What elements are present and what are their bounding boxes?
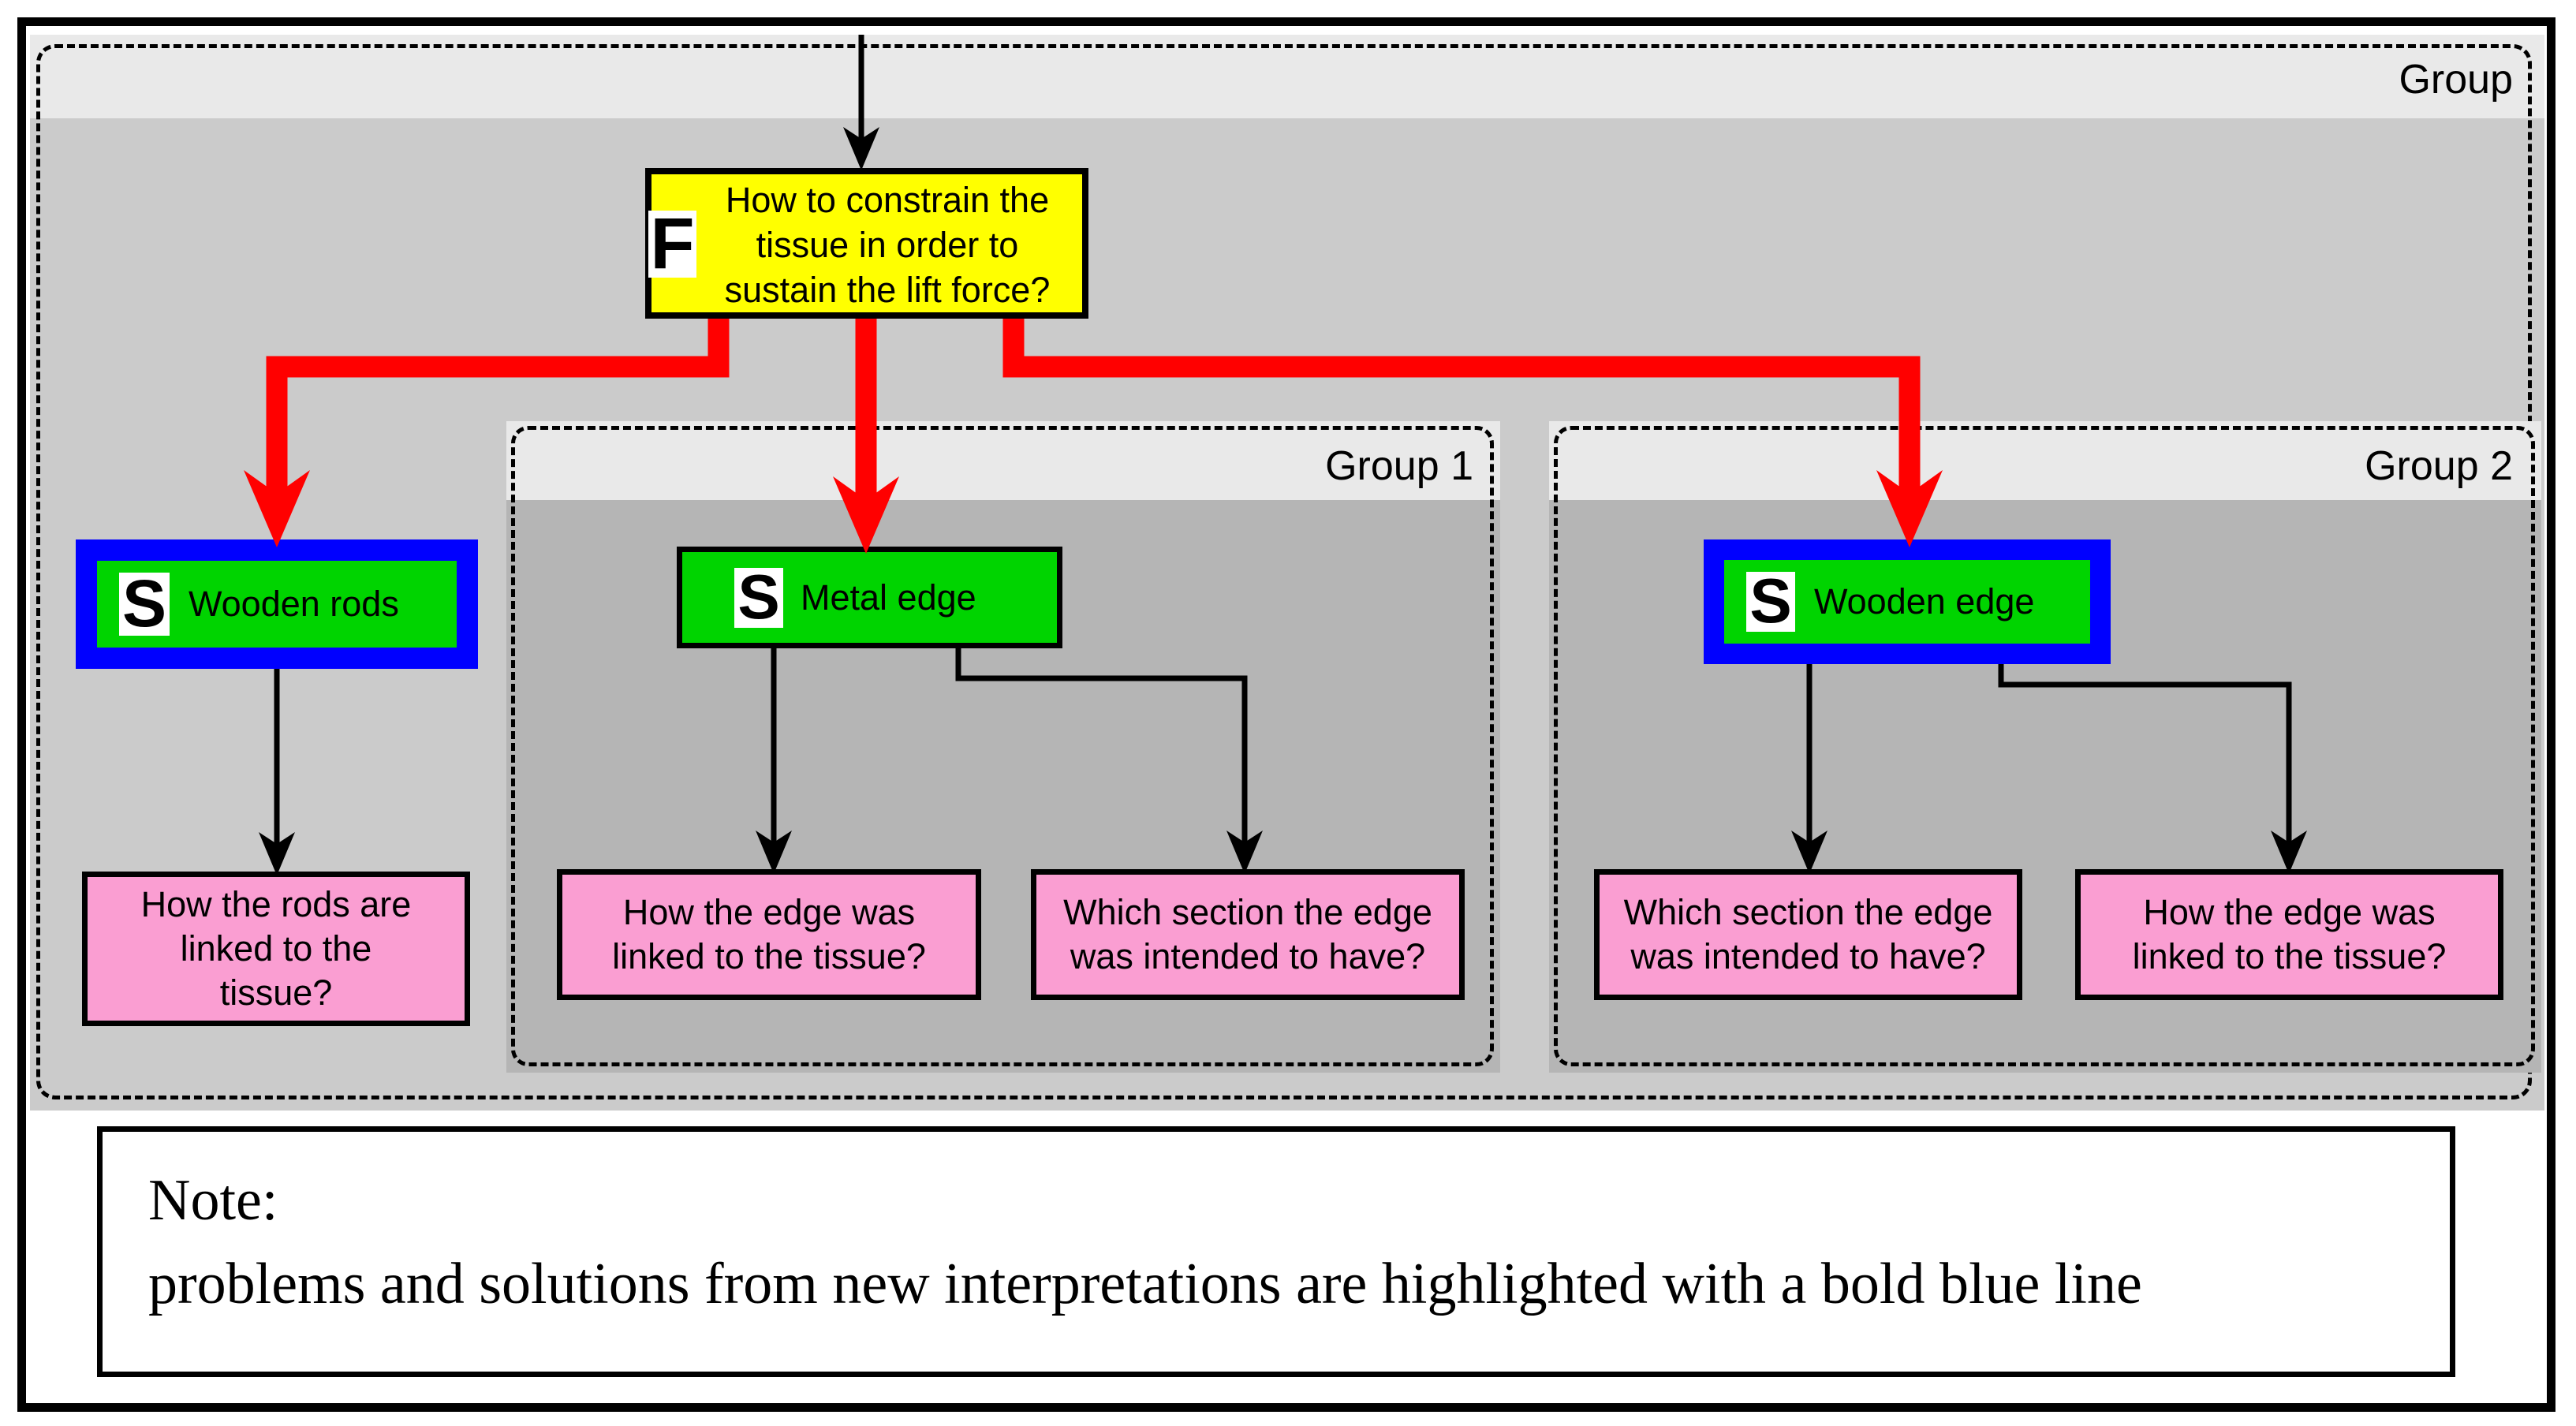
- group1-dashed-border: [511, 426, 1494, 1066]
- question-line: tissue?: [219, 972, 333, 1013]
- solution-wooden-edge: S Wooden edge: [1724, 560, 2090, 644]
- question-line: was intended to have?: [1070, 936, 1426, 976]
- solution-label: Metal edge: [801, 577, 976, 618]
- solution-wooden-rods-highlight: S Wooden rods: [76, 539, 478, 669]
- problem-text-line: sustain the lift force?: [724, 270, 1051, 310]
- question-line: How the edge was: [622, 892, 916, 932]
- note-box: Note: problems and solutions from new in…: [97, 1126, 2455, 1377]
- solution-badge: S: [119, 570, 170, 636]
- question-line: How the edge was: [2143, 892, 2436, 932]
- question-rods-linked: How the rods are linked to the tissue?: [82, 872, 470, 1026]
- question-line: Which section the edge: [1623, 892, 1993, 932]
- outer-group-label: Group: [2399, 57, 2513, 103]
- question-g1-edge-linked: How the edge was linked to the tissue?: [557, 869, 981, 1000]
- group2-dashed-border: [1554, 426, 2535, 1066]
- question-g1-edge-section: Which section the edge was intended to h…: [1031, 869, 1465, 1000]
- question-g2-edge-linked: How the edge was linked to the tissue?: [2075, 869, 2503, 1000]
- note-text: problems and solutions from new interpre…: [148, 1252, 2142, 1316]
- solution-badge: S: [1746, 569, 1795, 633]
- question-line: linked to the tissue?: [612, 936, 926, 976]
- question-line: linked to the: [180, 928, 372, 969]
- group2-label: Group 2: [2365, 443, 2513, 489]
- solution-metal-edge: S Metal edge: [677, 547, 1062, 648]
- solution-label: Wooden rods: [189, 584, 399, 624]
- question-line: Which section the edge: [1063, 892, 1432, 932]
- problem-text-line: How to constrain the: [725, 180, 1050, 220]
- problem-text: How to constrain the tissue in order to …: [697, 177, 1077, 312]
- solution-label: Wooden edge: [1814, 581, 2035, 622]
- question-g2-edge-section: Which section the edge was intended to h…: [1594, 869, 2022, 1000]
- function-badge: F: [648, 207, 696, 280]
- solution-wooden-edge-highlight: S Wooden edge: [1704, 539, 2111, 664]
- figure-border: [17, 17, 2555, 1412]
- problem-text-line: tissue in order to: [756, 225, 1019, 265]
- question-line: was intended to have?: [1630, 936, 1986, 976]
- question-line: linked to the tissue?: [2132, 936, 2447, 976]
- problem-node: F How to constrain the tissue in order t…: [645, 168, 1088, 319]
- outer-group-header-band: [30, 35, 2544, 118]
- note-title: Note:: [148, 1168, 278, 1233]
- solution-wooden-rods: S Wooden rods: [97, 561, 457, 648]
- question-line: How the rods are: [140, 884, 412, 924]
- solution-badge: S: [734, 565, 783, 628]
